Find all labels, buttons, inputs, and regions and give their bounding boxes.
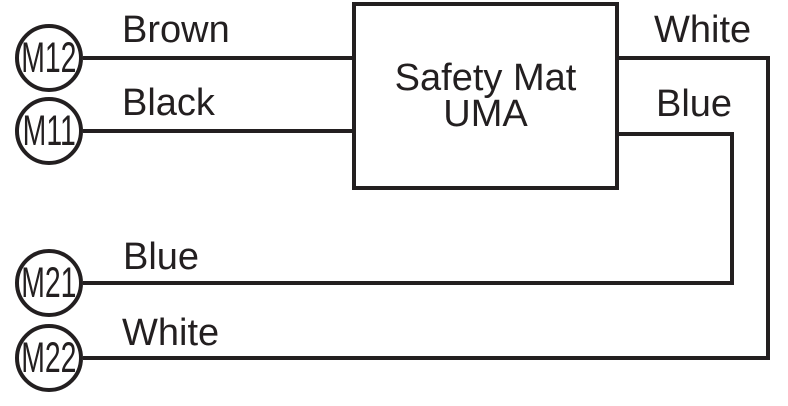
wire-label-black: Black <box>122 82 215 124</box>
wire-label-white-right: White <box>654 9 752 51</box>
terminal-m12: M12 <box>15 24 83 92</box>
wire-white-to-m22 <box>83 356 770 360</box>
terminal-m11-label: M11 <box>22 106 76 155</box>
wire-label-blue-left: Blue <box>123 236 200 278</box>
wire-label-blue-right: Blue <box>656 83 733 125</box>
device-box-safety-mat-uma: Safety Mat UMA <box>352 2 619 190</box>
terminal-m22-label: M22 <box>21 333 77 382</box>
wire-white-horizontal <box>619 56 770 60</box>
terminal-m11: M11 <box>15 97 83 165</box>
wire-blue-vertical <box>730 132 734 285</box>
wire-blue-to-m21 <box>83 281 734 285</box>
wire-blue-horizontal <box>619 132 734 136</box>
wire-brown <box>83 56 352 60</box>
wire-black <box>83 129 352 133</box>
wire-white-vertical <box>766 56 770 360</box>
device-title-line1: Safety Mat <box>394 57 577 99</box>
terminal-m22: M22 <box>15 324 83 392</box>
terminal-m12-label: M12 <box>21 33 77 82</box>
wire-label-brown: Brown <box>122 9 230 51</box>
wire-label-white-left: White <box>122 312 220 354</box>
terminal-m21: M21 <box>15 249 83 317</box>
terminal-m21-label: M21 <box>21 258 77 307</box>
device-title-line2: UMA <box>443 93 528 135</box>
